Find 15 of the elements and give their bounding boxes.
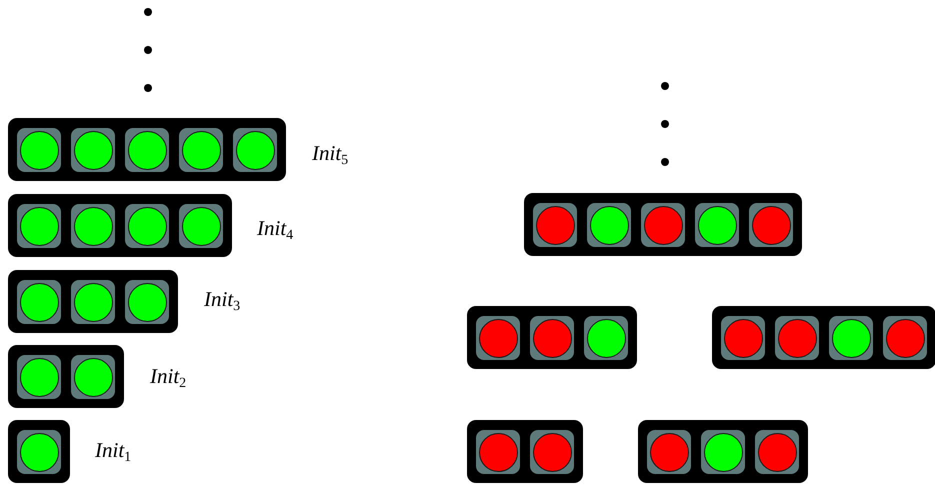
bar-label: Init$_{5}$ <box>312 141 348 165</box>
lamp-bar <box>8 270 178 333</box>
bar-label: Init$_{1}$ <box>95 438 132 462</box>
lamp-bar <box>524 193 802 256</box>
lamp-bar <box>467 420 583 483</box>
lamp-bar <box>712 306 935 369</box>
bar-label: Init$_{2}$ <box>150 364 186 388</box>
bar-label: Init$_{3}$ <box>204 287 240 311</box>
lamp-bar <box>8 118 286 181</box>
lamp-bar <box>8 194 232 257</box>
lamp-bar <box>638 420 808 483</box>
bar-label: Init$_{4}$ <box>257 216 294 240</box>
lamp-bar <box>467 306 637 369</box>
lamp-bar <box>8 420 70 483</box>
lamp-bar <box>8 345 124 408</box>
